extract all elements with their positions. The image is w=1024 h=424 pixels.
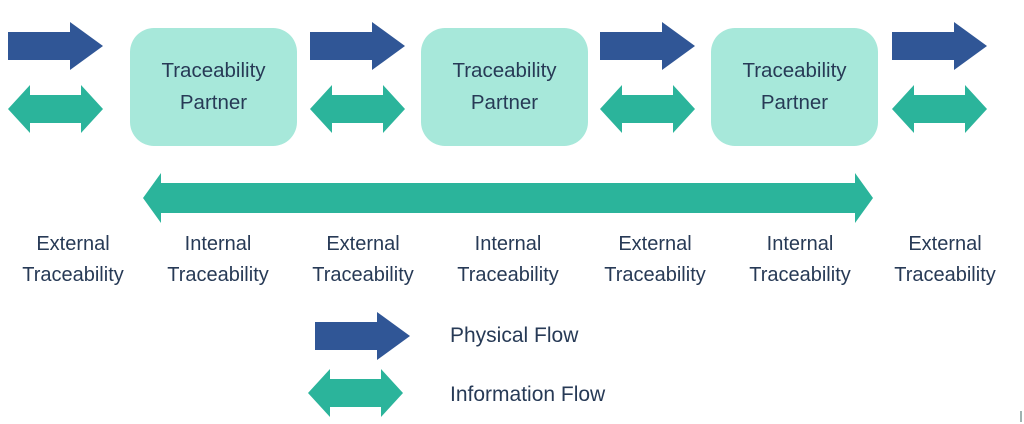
information-flow-arrow-icon <box>310 85 405 133</box>
trace-label-internal: Internal Traceability <box>167 233 269 286</box>
information-flow-arrow-icon <box>892 85 987 133</box>
legend-physical-flow-arrow-icon <box>315 312 410 360</box>
stray-mark <box>1020 411 1022 422</box>
traceability-partner-box: Traceability Partner <box>130 28 297 146</box>
physical-flow-arrow-icon <box>310 22 405 70</box>
information-flow-arrow-icon <box>600 85 695 133</box>
traceability-partner-box: Traceability Partner <box>421 28 588 146</box>
trace-label-internal: Internal Traceability <box>749 233 851 286</box>
trace-label-external: External Traceability <box>894 233 996 286</box>
information-flow-arrow-icon <box>8 85 103 133</box>
physical-flow-arrow-icon <box>600 22 695 70</box>
traceability-partner-box: Traceability Partner <box>711 28 878 146</box>
legend-physical-flow-label: Physical Flow <box>450 324 579 347</box>
trace-label-external: External Traceability <box>604 233 706 286</box>
physical-flow-arrow-icon <box>892 22 987 70</box>
trace-label-external: External Traceability <box>22 233 124 286</box>
physical-flow-arrow-icon <box>8 22 103 70</box>
legend-information-flow-arrow-icon <box>308 369 403 417</box>
legend-information-flow-label: Information Flow <box>450 383 606 406</box>
trace-label-internal: Internal Traceability <box>457 233 559 286</box>
trace-label-external: External Traceability <box>312 233 414 286</box>
information-flow-span-arrow-icon <box>143 173 873 223</box>
